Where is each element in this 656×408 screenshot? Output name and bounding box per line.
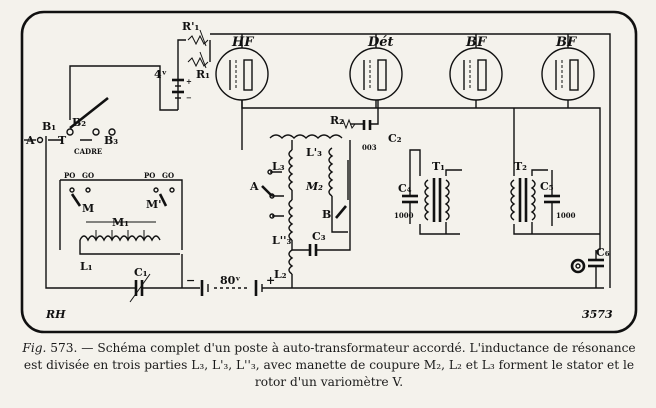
label-a-mid: A — [249, 180, 259, 193]
label-po-left: PO — [64, 171, 75, 180]
caption-fig-number: 573. — [50, 341, 78, 355]
label-t-terminal: T — [58, 134, 67, 147]
capacitor-c4 — [402, 176, 418, 224]
label-l3-double: L''₃ — [272, 234, 291, 247]
label-c6: C₆ — [596, 246, 610, 259]
label-80v: 80ᵛ — [220, 274, 241, 287]
label-l2: L₂ — [274, 268, 287, 281]
rheostats — [172, 29, 211, 110]
ht-battery — [182, 280, 604, 296]
label-c1: C₁ — [134, 266, 148, 279]
caption-text: — Schéma complet d'un poste à auto-trans… — [23, 341, 636, 389]
capacitor-c5 — [544, 170, 560, 226]
label-l3-prime: L'₃ — [306, 146, 322, 159]
tube-bf-1 — [449, 47, 503, 101]
caption-fig-label: Fig. — [22, 341, 47, 355]
tube-bf-2 — [541, 47, 595, 101]
transformer-t1 — [409, 149, 462, 235]
label-a-antenna: A — [25, 134, 35, 147]
capacitor-c1 — [129, 254, 183, 303]
label-c4: C₄ — [398, 182, 412, 195]
figure-caption: Fig. 573. — Schéma complet d'un poste à … — [18, 340, 640, 391]
label-c5: C₅ — [540, 180, 554, 193]
label-m1: M₁ — [112, 216, 129, 229]
label-c5-value: 1000 — [556, 211, 576, 220]
label-l1: L₁ — [80, 260, 93, 273]
variometer-block — [241, 100, 351, 288]
tube-det — [349, 47, 403, 101]
label-c2: C₂ — [388, 132, 402, 145]
label-t1: T₁ — [432, 160, 445, 173]
po-go-block — [59, 179, 183, 255]
antenna-switch — [24, 65, 178, 289]
label-t2: T₂ — [514, 160, 527, 173]
label-b1: B₁ — [42, 120, 56, 133]
schematic-diagram: HF Dét BF BF R'₁ R₁ 4ᵛ + − — [20, 10, 638, 334]
label-r2: R₂ — [330, 114, 344, 127]
tube-label-det: Dét — [367, 35, 394, 50]
tube-hf — [215, 47, 269, 101]
tube-label-bf-2: BF — [555, 35, 577, 50]
capacitor-c6 — [570, 250, 604, 288]
label-m-right: M' — [146, 198, 162, 211]
label-c2-value: 003 — [362, 143, 377, 152]
label-m2: M₂ — [305, 180, 323, 193]
label-minus-small: − — [186, 93, 192, 102]
grid-leak — [339, 100, 379, 130]
label-plus: + — [266, 274, 275, 287]
label-r1-prime: R'₁ — [182, 20, 200, 33]
diagram-border — [20, 10, 638, 334]
label-c4-value: 1000 — [394, 211, 414, 220]
transformer-t2 — [510, 108, 600, 235]
label-m-left: M — [82, 202, 94, 215]
label-minus: − — [186, 274, 195, 287]
label-b2: B₂ — [72, 116, 86, 129]
label-plus-small: + — [186, 77, 192, 86]
label-r1: R₁ — [196, 68, 210, 81]
label-b-mid: B — [322, 208, 331, 221]
label-go-left: GO — [82, 171, 94, 180]
label-rh: RH — [45, 308, 66, 321]
label-cadre: CADRE — [74, 147, 102, 156]
label-l3: L₃ — [272, 160, 285, 173]
label-c3: C₃ — [312, 230, 326, 243]
label-po-right: PO — [144, 171, 155, 180]
label-go-right: GO — [162, 171, 174, 180]
label-drawing-number: 3573 — [582, 308, 613, 321]
label-b3: B₃ — [104, 134, 118, 147]
